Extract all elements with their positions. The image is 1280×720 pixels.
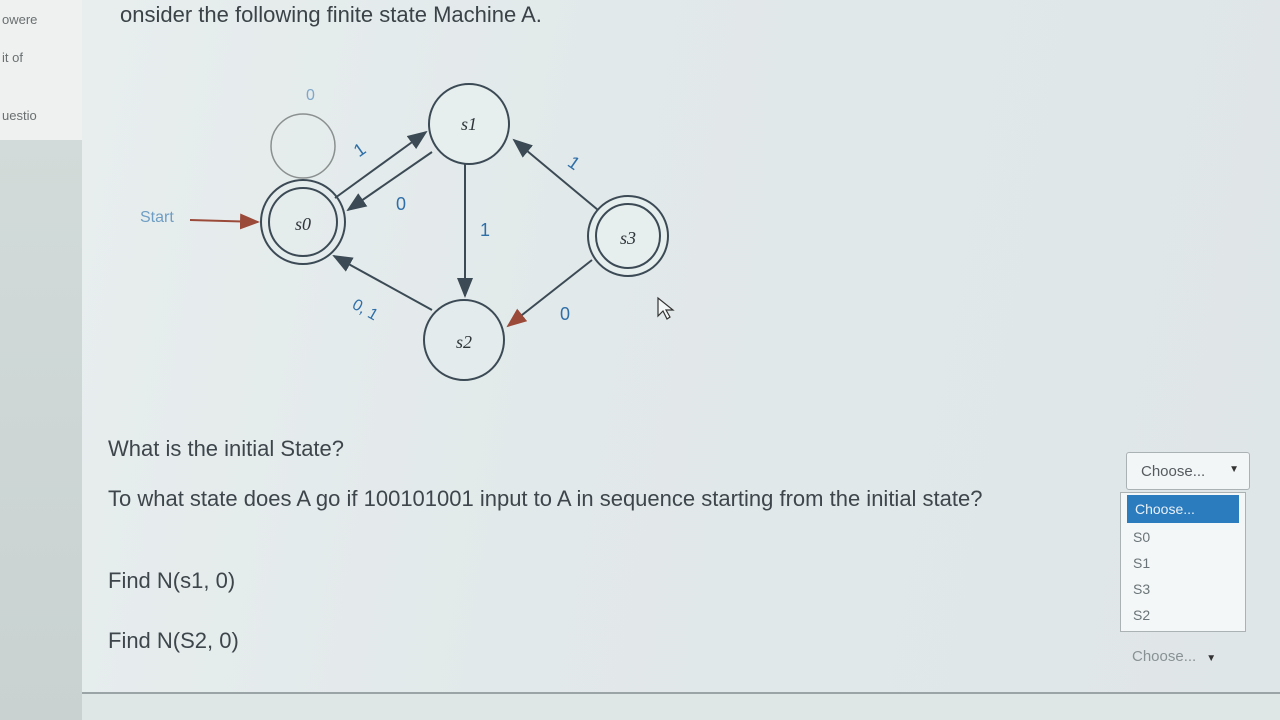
answer-dropdown-list: Choose... S0 S1 S3 S2 xyxy=(1120,492,1246,632)
state-s3: s3 xyxy=(587,195,669,277)
mouse-cursor-icon xyxy=(657,296,675,320)
answer-select-4[interactable]: Choose... ▼ xyxy=(1132,648,1216,665)
edge-s1-s0 xyxy=(346,151,433,212)
state-s0-label: s0 xyxy=(295,214,311,234)
question-initial-state: What is the initial State? xyxy=(108,436,345,461)
nav-text-1: owere xyxy=(2,12,38,27)
chevron-down-icon: ▼ xyxy=(1229,464,1239,475)
question-container xyxy=(82,0,1280,694)
state-s3-label: s3 xyxy=(620,228,636,248)
label-s3-s1: 1 xyxy=(564,152,584,174)
label-s1-s2: 1 xyxy=(480,220,490,240)
left-edge xyxy=(0,140,82,720)
question-input-sequence: To what state does A go if 100101001 inp… xyxy=(108,486,983,511)
state-s0: s0 xyxy=(260,179,346,265)
label-s1-s0: 0 xyxy=(396,194,406,214)
dropdown-option-s1[interactable]: S1 xyxy=(1133,555,1151,571)
chevron-down-icon: ▼ xyxy=(1206,653,1217,664)
state-machine-diagram: 0 Start 1 0 1 1 0, 1 0 s0 s1 s2 s3 xyxy=(140,83,669,381)
state-s1: s1 xyxy=(428,83,510,165)
answer-select-1-value: Choose... xyxy=(1141,463,1206,480)
label-s0-loop: 0 xyxy=(306,87,315,104)
quiz-navigation-panel: owere it of uestio xyxy=(0,0,83,141)
start-arrow xyxy=(189,213,260,230)
state-s1-label: s1 xyxy=(461,114,477,134)
question-n-s2-0: Find N(S2, 0) xyxy=(108,628,239,653)
dropdown-option-s3[interactable]: S3 xyxy=(1133,581,1151,597)
state-s2-label: s2 xyxy=(456,332,472,352)
dropdown-option-s0[interactable]: S0 xyxy=(1133,529,1151,545)
dropdown-option-s2[interactable]: S2 xyxy=(1133,607,1151,623)
edge-s2-s0 xyxy=(332,255,433,311)
question-title: onsider the following finite state Machi… xyxy=(120,2,542,27)
edge-s3-s2 xyxy=(506,259,593,328)
answer-select-1[interactable]: Choose... ▼ xyxy=(1126,452,1250,490)
dropdown-option-choose[interactable]: Choose... xyxy=(1127,495,1239,523)
edge-s0-s1 xyxy=(334,130,428,199)
s0-self-loop xyxy=(270,113,336,179)
edge-s3-s1 xyxy=(512,138,599,211)
start-label: Start xyxy=(140,209,174,226)
state-s2: s2 xyxy=(423,299,505,381)
nav-text-3: uestio xyxy=(2,108,37,123)
nav-text-2: it of xyxy=(2,50,23,65)
answer-select-4-value: Choose... xyxy=(1132,648,1197,665)
label-s2-s0: 0, 1 xyxy=(349,296,381,324)
label-s3-s2: 0 xyxy=(560,304,570,324)
label-s0-s1: 1 xyxy=(350,139,370,161)
question-n-s1-0: Find N(s1, 0) xyxy=(108,568,236,593)
